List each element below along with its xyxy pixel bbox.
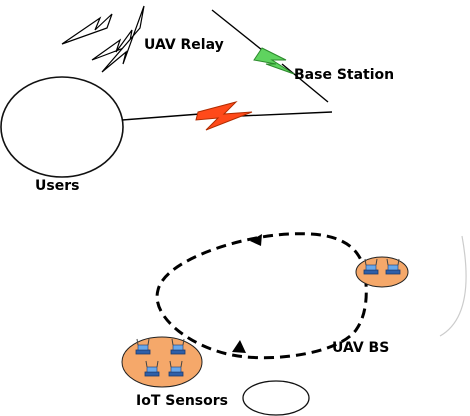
empty-ellipse: [242, 380, 310, 416]
users-label: Users: [35, 178, 79, 194]
green-bolt: [253, 47, 295, 75]
trajectory-arrow-top: [250, 234, 262, 246]
iot-sensor-cluster: [121, 336, 203, 388]
users-circle: [0, 76, 124, 178]
relay-bolts: [61, 5, 145, 73]
red-bolt: [195, 101, 253, 131]
relay-bolt-3: [101, 5, 145, 73]
right-arc: [439, 235, 467, 337]
trajectory-arrow-bottom: [232, 340, 246, 353]
users-link: [121, 101, 333, 131]
iot-sensors-label: IoT Sensors: [136, 393, 228, 409]
base-station-link: [211, 9, 329, 103]
base-station-label: Base Station: [294, 67, 394, 83]
uav-relay-label: UAV Relay: [144, 37, 224, 53]
relay-bolt-1: [61, 13, 113, 45]
uav-bs-cluster: [355, 256, 409, 288]
uav-bs-label: UAV BS: [332, 340, 389, 356]
uav-trajectory: [155, 232, 368, 360]
